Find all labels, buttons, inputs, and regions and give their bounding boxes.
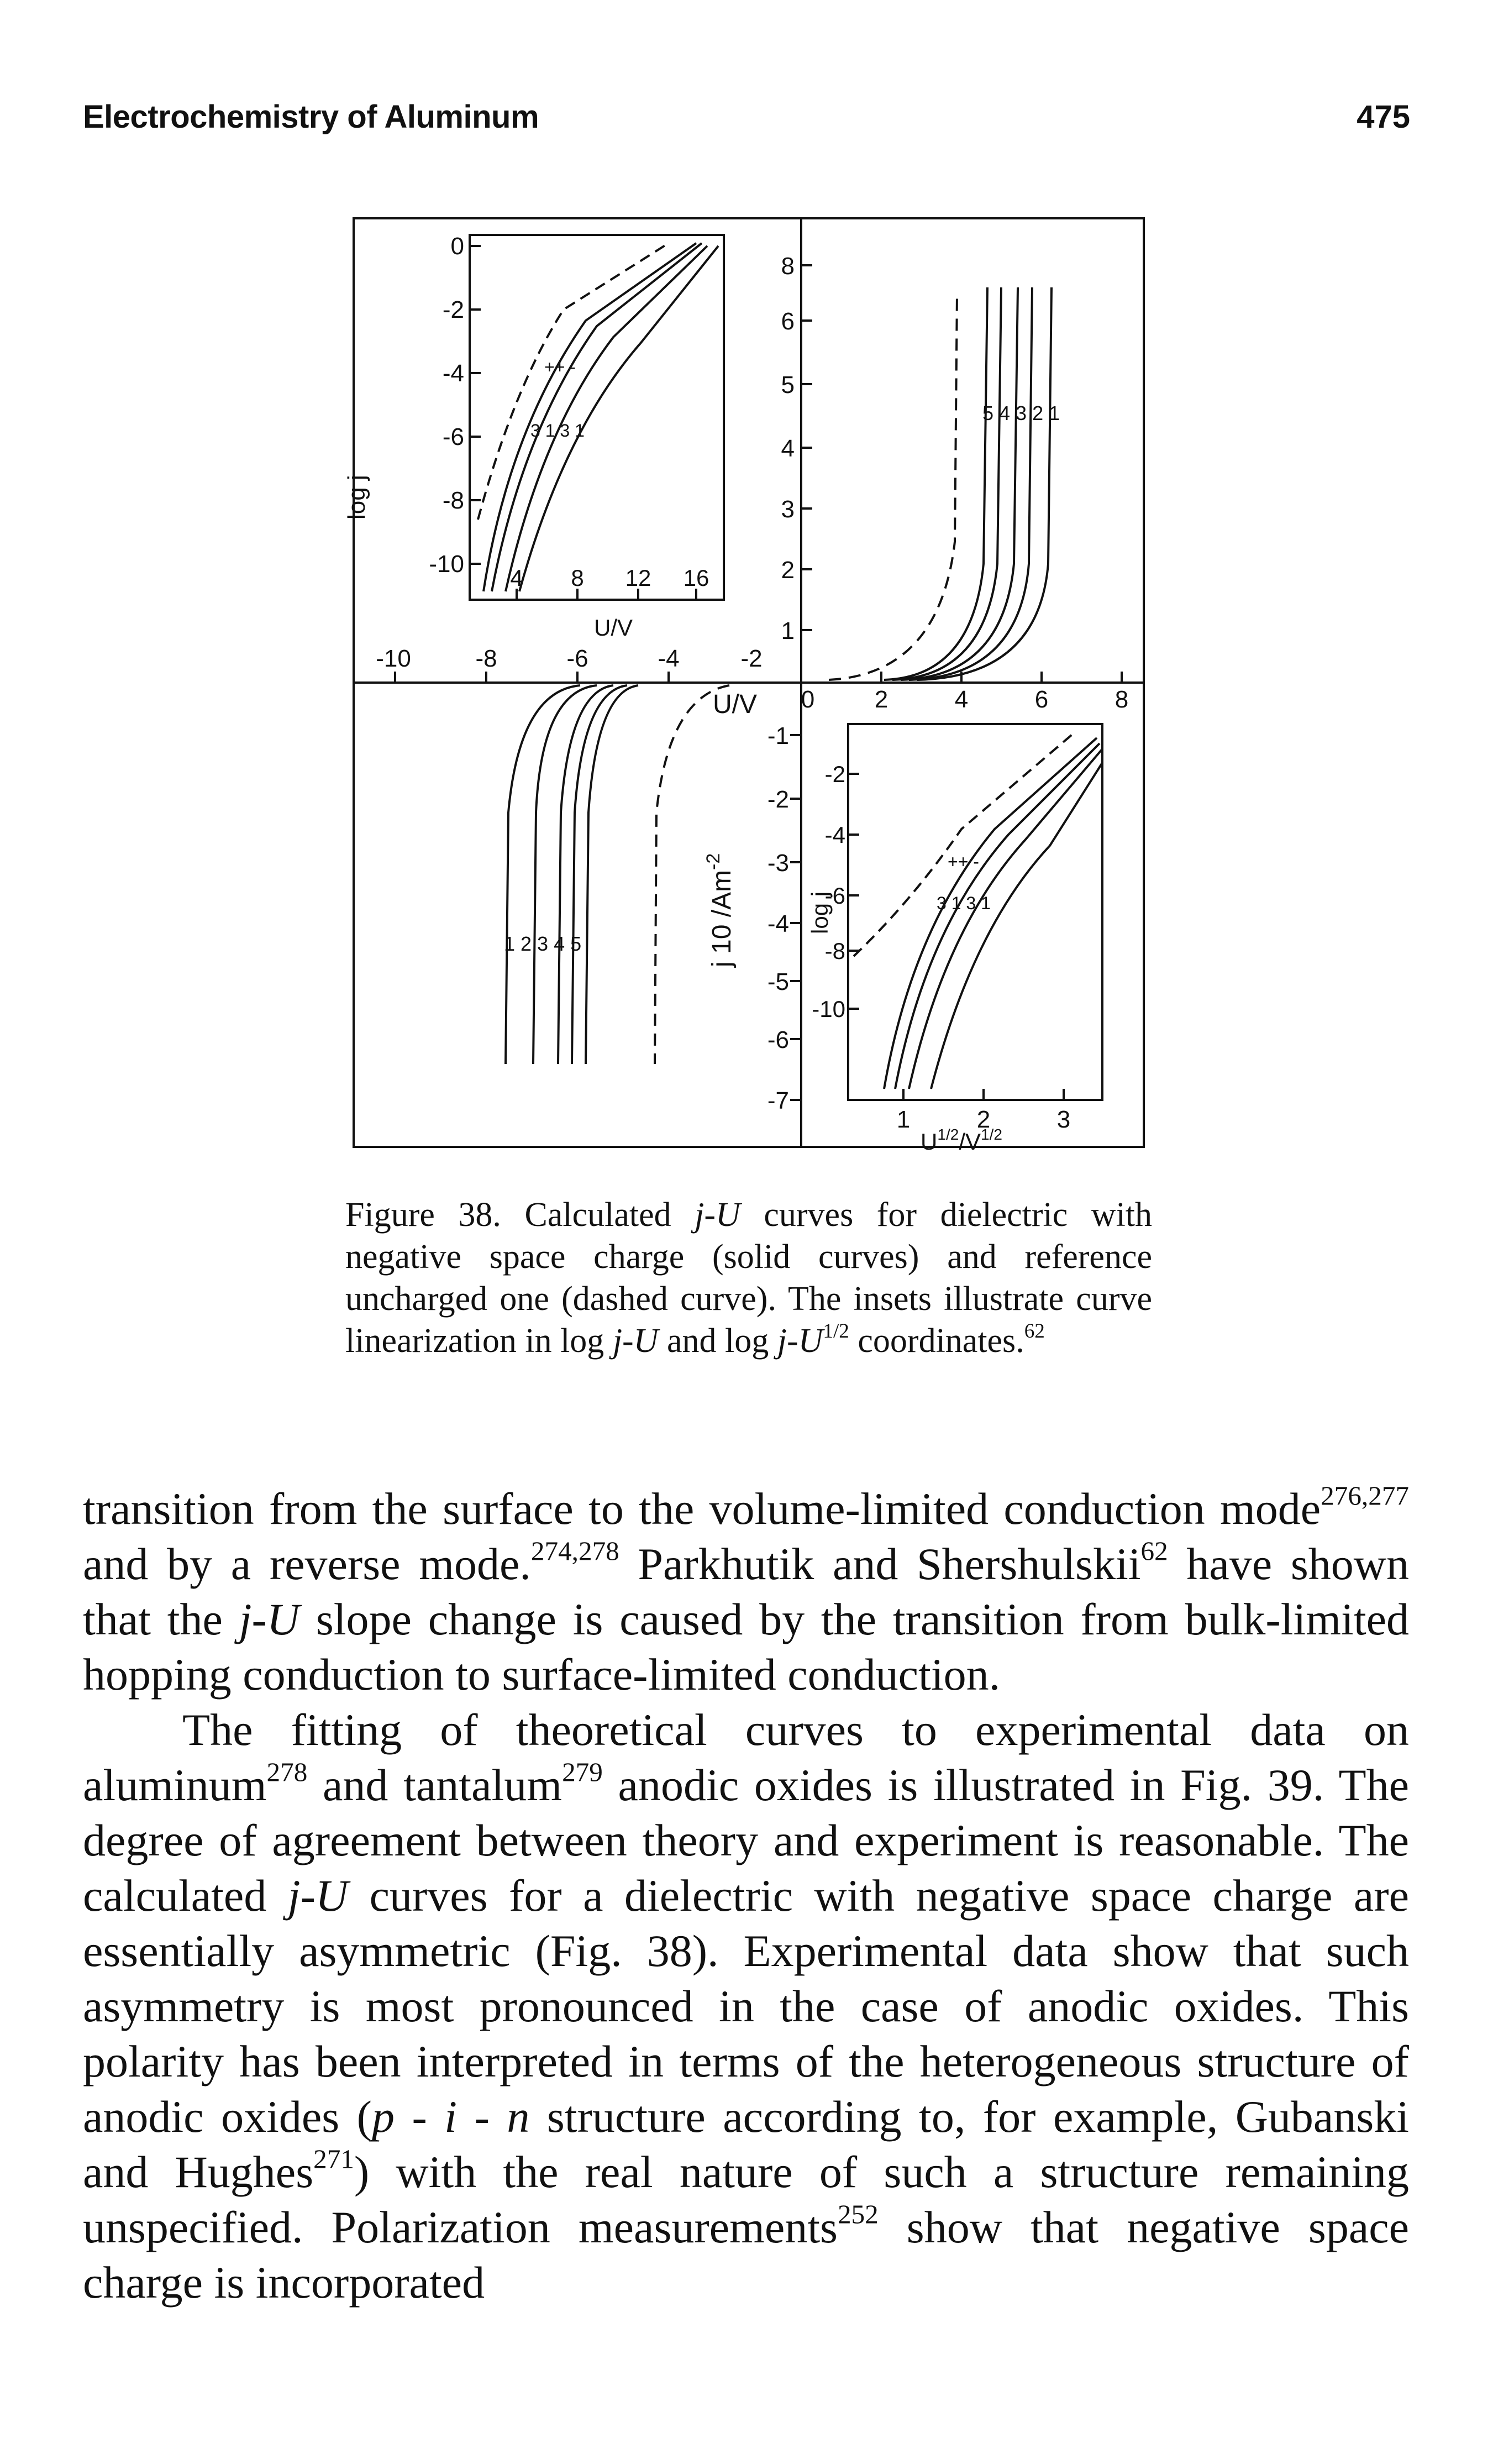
inset1-y-tick-10: -10 [429,551,464,578]
inset2-x-tick-2: 2 [977,1106,990,1133]
figure-caption: Figure 38. Calculated j-U curves for die… [345,1196,1153,1360]
upper-right-curves [828,287,1053,681]
lower-x-tick-10: -10 [376,645,411,672]
inset1-y-tick-2: -2 [443,296,464,323]
upper-y-tick-8: 8 [781,253,795,280]
upper-y-tick-3: 3 [781,496,795,523]
figure-38: 8 6 5 4 3 2 1 0 2 4 6 8 U/V -10 -8 -6 -4… [332,210,1160,1161]
upper-x-tick-0: 0 [801,686,814,713]
running-title: Electrochemistry of Aluminum [83,99,539,135]
inset1-marks: ++ - [544,357,576,377]
lower-x-tick-8: -8 [475,645,497,672]
upper-x-tick-6: 6 [1035,686,1048,713]
lower-x-tick-4: -4 [658,645,679,672]
inset1-x-tick-12: 12 [625,565,651,591]
caption-ref: 62 [1024,1319,1045,1343]
upper-y-tick-5: 5 [781,371,795,399]
main-y-label: j 10 /Am-2 [703,853,737,968]
inset2-y-tick-4: -4 [825,822,845,848]
inset2-x-label: U1/2/V1/2 [921,1126,1002,1155]
upper-x-tick-8: 8 [1115,686,1128,713]
inset1-x-label: U/V [594,615,633,641]
upper-x-tick-2: 2 [875,686,888,713]
inset1-curve-labels: 3 1 3 1 [530,421,585,441]
lower-y-tick-3: -3 [767,850,789,877]
page-number: 475 [1357,99,1410,135]
lower-left-curve-labels: 1 2 3 4 5 [504,932,581,955]
upper-y-tick-6: 6 [781,308,795,335]
inset2-x-tick-3: 3 [1057,1106,1070,1133]
inset2-marks: ++ - [948,852,979,872]
inset2-y-label: log j [807,892,833,934]
inset1-y-label: log j [343,475,370,520]
upper-y-ticks [801,264,812,631]
upper-right-curve-labels: 5 4 3 2 1 [982,402,1060,424]
lower-y-tick-6: -6 [767,1026,789,1053]
upper-y-tick-1: 1 [781,617,795,644]
lower-y-tick-1: -1 [767,722,789,749]
inset1-x-tick-8: 8 [571,565,583,591]
inset-lower-right: -2 -4 -6 -8 -10 1 2 3 U1/2/V1/2 log j ++… [807,723,1103,1155]
inset2-y-tick-2: -2 [825,761,845,787]
inset1-y-tick-4: -4 [443,360,464,387]
lower-y-tick-7: -7 [767,1087,789,1114]
lower-left-curves [504,684,730,1065]
upper-x-tick-4: 4 [955,686,968,713]
lower-y-tick-5: -5 [767,968,789,995]
inset1-y-tick-0: 0 [451,233,464,260]
inset1-y-tick-8: -8 [443,487,464,514]
lower-x-ticks [394,672,670,683]
inset-upper-left: 0 -2 -4 -6 -8 -10 4 8 12 16 U/V log j ++… [343,233,725,641]
lower-x-tick-2: -2 [740,645,762,672]
inset2-y-tick-10: -10 [812,996,845,1022]
paragraph-1: transition from the surface to the volum… [83,1480,1409,1700]
body-text: transition from the surface to the volum… [83,1481,1409,2310]
caption-label: Figure 38. [345,1196,501,1234]
main-x-label: U/V [713,690,757,719]
upper-y-tick-2: 2 [781,557,795,584]
inset2-x-tick-1: 1 [897,1106,910,1133]
lower-y-tick-4: -4 [767,910,789,937]
upper-y-tick-4: 4 [781,435,795,462]
inset1-x-tick-4: 4 [510,565,523,591]
inset1-x-tick-16: 16 [684,565,709,591]
paragraph-2: The fitting of theoretical curves to exp… [83,1705,1410,2308]
lower-y-tick-2: -2 [767,786,789,813]
lower-x-tick-6: -6 [566,645,588,672]
lower-y-ticks [790,734,801,1101]
inset2-y-tick-8: -8 [825,938,845,964]
inset1-y-tick-6: -6 [443,423,464,450]
inset2-curve-labels: 3 1 3 1 [937,893,991,913]
inset2-y-tick-6: -6 [825,883,845,909]
